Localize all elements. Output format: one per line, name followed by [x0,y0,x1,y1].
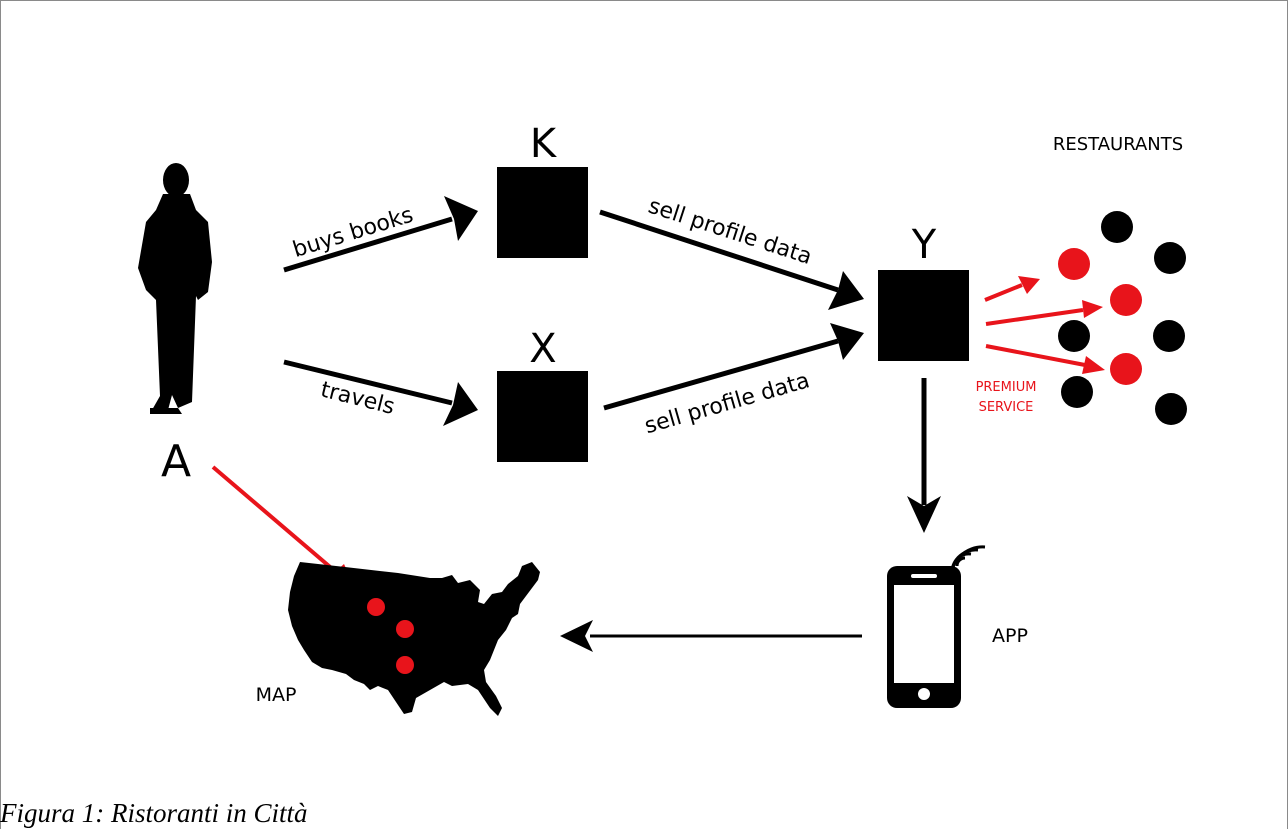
premium-label-line1: PREMIUM [976,380,1037,395]
arrowhead-sell-k [828,271,864,310]
restaurants-label: RESTAURANTS [1053,134,1183,155]
restaurant-dot-premium [1110,284,1142,316]
node-y-label: Y [911,222,937,268]
node-x-box [497,371,588,462]
restaurant-dot [1061,376,1093,408]
arrow-sell-x [603,338,839,411]
restaurant-dot [1153,320,1185,352]
app-label: APP [992,625,1028,647]
flow-diagram: A K X Y buys books travels sell profile … [138,121,1187,716]
map-location-dot [396,656,414,674]
edge-label-buys-books: buys books [290,203,416,263]
arrowhead-premium-2 [1082,300,1103,318]
node-k-box [497,167,588,258]
node-x-label: X [529,326,556,372]
arrowhead-premium-3 [1082,356,1105,374]
map-label: MAP [256,684,297,706]
arrow-premium-2 [985,308,1084,326]
figure-caption: Figura 1: Ristoranti in Città [0,798,308,828]
arrowhead-buys-books [444,196,478,241]
usa-map-icon [288,562,540,716]
edge-label-sell-k: sell profile data [645,194,815,270]
edge-label-sell-x: sell profile data [642,368,813,439]
restaurant-dot [1058,320,1090,352]
restaurant-dot-premium [1058,248,1090,280]
edge-label-travels: travels [318,377,397,419]
map-location-dot [367,598,385,616]
map-location-dot [396,620,414,638]
restaurant-dot [1101,211,1133,243]
arrowhead-premium-1 [1018,276,1040,294]
arrow-premium-3 [985,344,1086,367]
node-k-label: K [530,121,558,167]
wifi-signal-icon [949,545,986,585]
arrow-buys-books [283,216,453,273]
arrow-travels [283,359,453,406]
arrow-sell-k [599,209,839,293]
premium-label-line2: SERVICE [979,400,1034,415]
node-y-box [878,270,969,361]
restaurant-dots [1058,211,1187,425]
restaurant-dot [1154,242,1186,274]
smartphone-icon [887,566,961,708]
restaurant-dot-premium [1110,353,1142,385]
restaurant-dot [1155,393,1187,425]
arrowhead-travels [443,382,478,426]
arrowhead-y-to-app [907,496,941,533]
arrowhead-app-to-map [560,620,593,652]
arrow-premium-1 [984,283,1023,302]
arrow-a-to-map [211,465,338,574]
arrowhead-sell-x [830,323,864,360]
person-silhouette-icon [138,163,212,414]
node-a-label: A [161,436,191,487]
